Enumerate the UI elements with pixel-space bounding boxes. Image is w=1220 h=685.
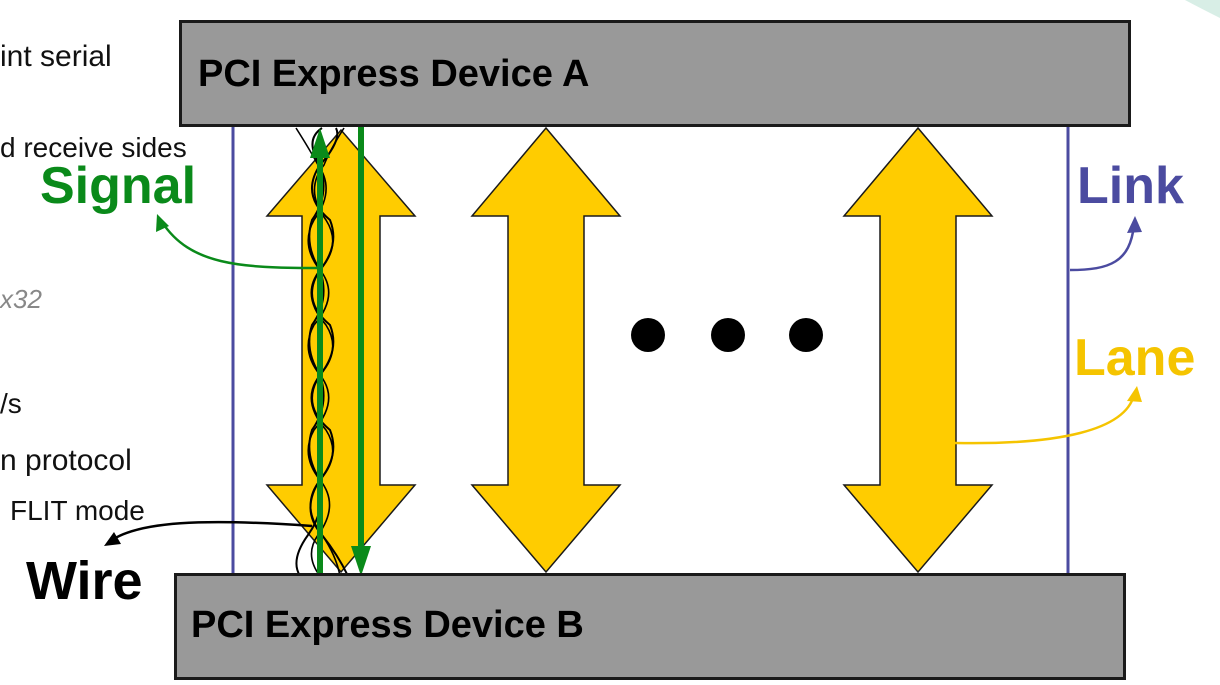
slide-text-line-1: int serial <box>0 40 112 73</box>
signal-callout <box>160 221 319 270</box>
device-b-box: PCI Express Device B <box>174 573 1126 680</box>
lane-callout-arrowhead <box>1127 386 1142 402</box>
wire-label: Wire <box>26 551 143 611</box>
link-callout-arrowhead <box>1127 216 1142 233</box>
slide-text-line-5: n protocol <box>0 444 132 477</box>
slide-text-line-3: x32 <box>0 284 42 314</box>
wire-strand-3 <box>295 127 331 577</box>
lane-callout <box>954 394 1136 445</box>
device-a-box: PCI Express Device A <box>179 20 1131 127</box>
wire-callout <box>111 520 313 542</box>
slide-text-line-2: d receive sides <box>0 132 187 163</box>
lane-arrow-3 <box>842 126 994 574</box>
signal-label: Signal <box>40 157 197 215</box>
lane-arrow-1 <box>265 128 417 574</box>
lane-label: Lane <box>1074 329 1196 387</box>
device-b-label: PCI Express Device B <box>191 604 584 646</box>
link-callout <box>1069 224 1136 272</box>
corner-decoration <box>1185 0 1220 18</box>
ellipsis-dot-1 <box>631 318 665 352</box>
slide-text-line-6: FLIT mode <box>10 495 145 526</box>
link-label: Link <box>1077 157 1184 215</box>
slide-text-line-4: /s <box>0 388 22 419</box>
signal-callout-arrowhead <box>156 214 169 232</box>
wire-strand-4 <box>309 127 345 577</box>
ellipsis-dot-3 <box>789 318 823 352</box>
lane-arrow-2 <box>470 126 622 574</box>
signal-arrowhead-up <box>310 128 330 158</box>
device-a-label: PCI Express Device A <box>198 53 590 95</box>
wire-callout-arrowhead <box>104 532 121 546</box>
ellipsis-dot-2 <box>711 318 745 352</box>
signal-arrowhead-down <box>351 546 371 576</box>
